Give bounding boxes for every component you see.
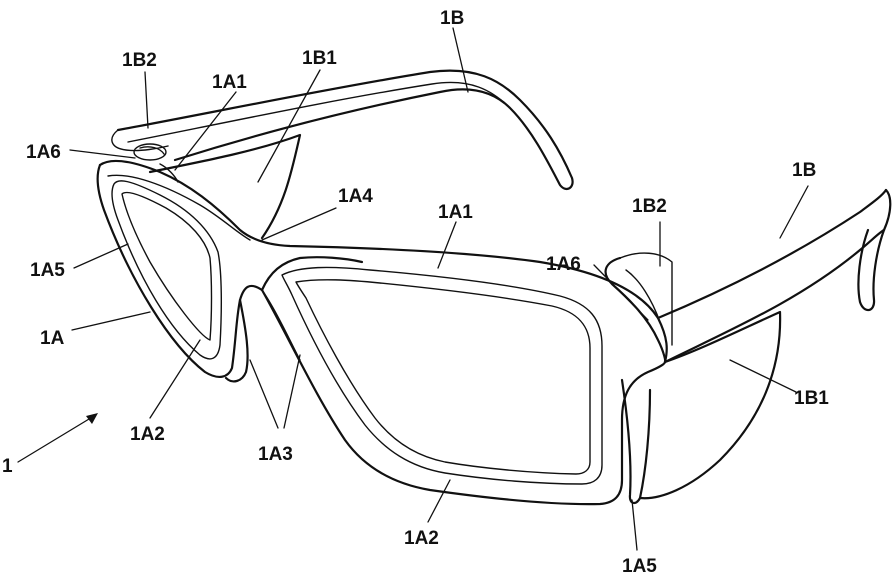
- label-1b2-far: 1B2: [122, 50, 157, 71]
- label-1a3: 1A3: [258, 444, 293, 465]
- leader-lines: [17, 27, 809, 551]
- label-1a2-far: 1A2: [130, 424, 165, 445]
- label-1b-far: 1B: [440, 8, 464, 29]
- label-1a: 1A: [40, 328, 65, 349]
- label-1a6-near: 1A6: [546, 254, 581, 275]
- label-1a5-far: 1A5: [30, 260, 65, 281]
- label-1b1-near: 1B1: [794, 388, 829, 409]
- label-1: 1: [2, 456, 13, 477]
- label-1b-near: 1B: [792, 160, 816, 181]
- label-1a1-near: 1A1: [438, 202, 473, 223]
- reference-labels: 1B 1B2 1A1 1B1 1A6 1A4 1A1 1A5 1A 1A2 1A…: [2, 8, 829, 577]
- label-1a5-near: 1A5: [622, 556, 657, 577]
- label-1b1-far: 1B1: [302, 48, 337, 69]
- far-temple: [116, 69, 574, 191]
- front-frame: [96, 159, 668, 506]
- far-side-shield: [111, 129, 302, 240]
- label-1a2-near: 1A2: [404, 528, 439, 549]
- near-side-shield: [638, 310, 782, 500]
- label-1a1-far: 1A1: [212, 72, 247, 93]
- label-1b2-near: 1B2: [632, 196, 667, 217]
- near-temple: [619, 188, 892, 364]
- label-1a6-far: 1A6: [26, 142, 61, 163]
- label-1a4: 1A4: [338, 186, 373, 207]
